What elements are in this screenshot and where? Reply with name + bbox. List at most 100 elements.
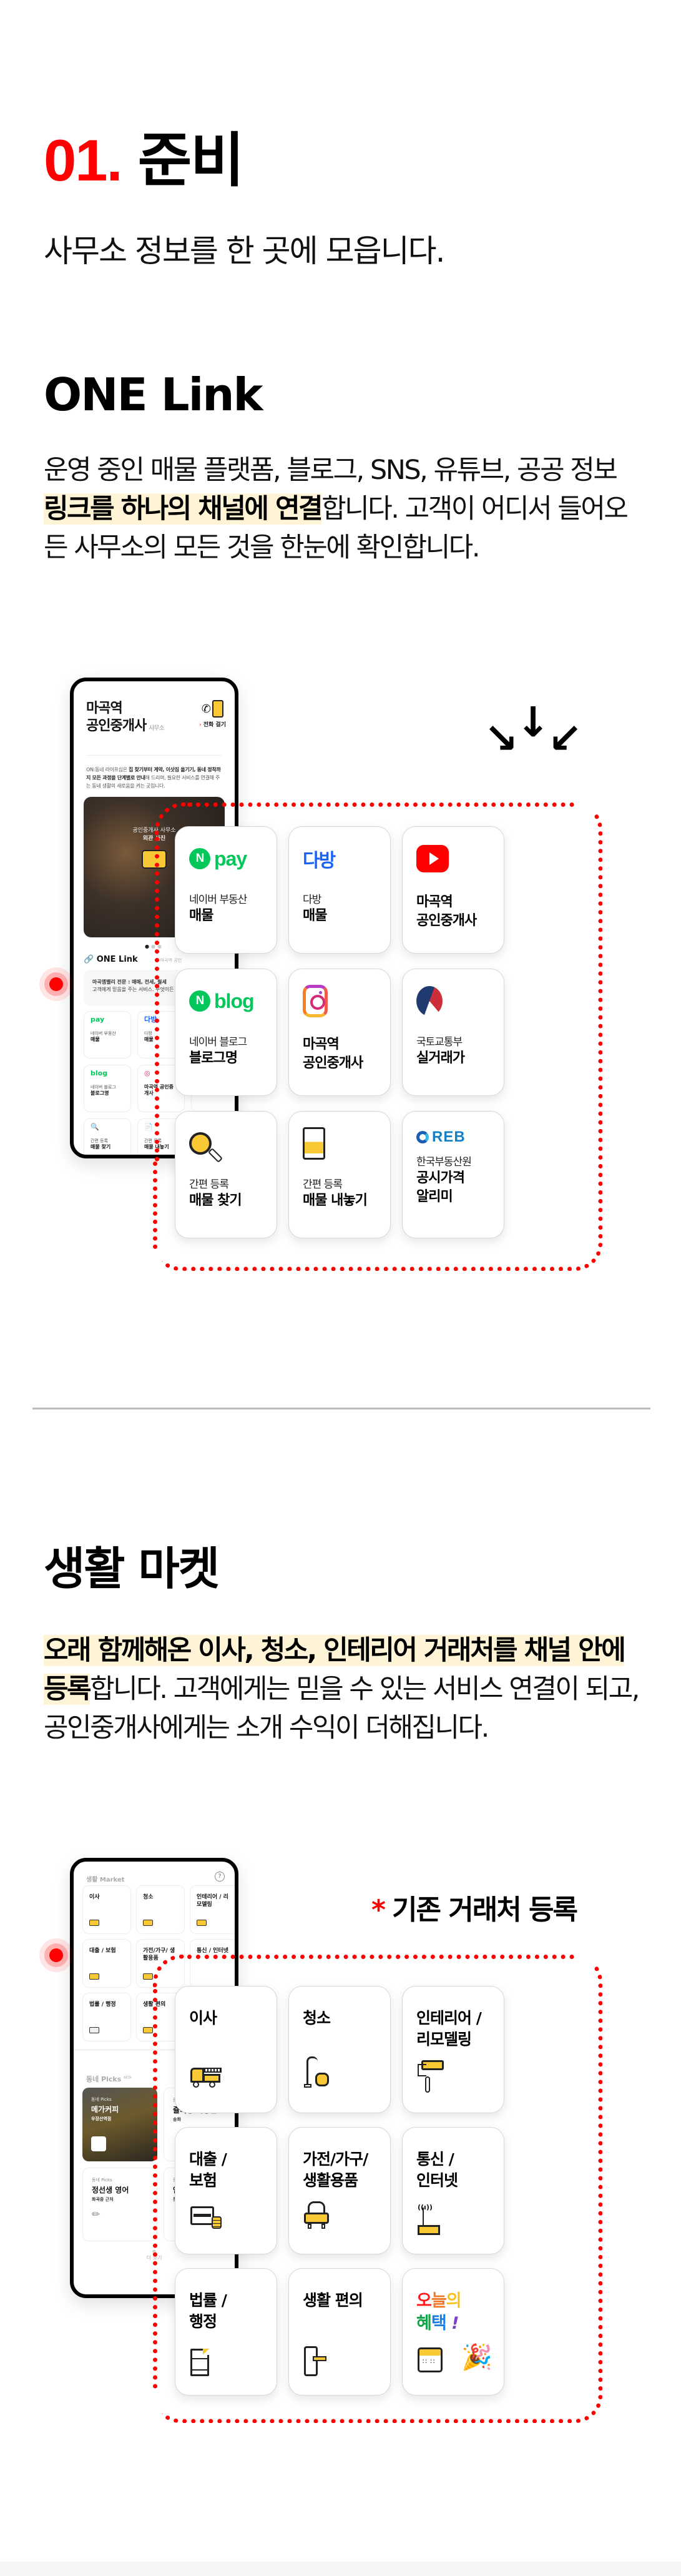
help-icon[interactable]: ? bbox=[215, 1872, 225, 1882]
vacuum-mini-icon bbox=[143, 1920, 153, 1926]
pick-card[interactable]: 동네 Picks 정선생 영어 화곡중 근처 ✏ bbox=[82, 2168, 157, 2241]
card-sub: 간편 등록 bbox=[303, 1178, 343, 1191]
life-market-title: 생활 마켓 bbox=[44, 1542, 220, 1595]
mini-market-card[interactable]: 법률 / 행정 bbox=[82, 1993, 131, 2041]
card-convenience[interactable]: 생활 편의 bbox=[288, 2268, 391, 2396]
card-label: 생활 편의 bbox=[303, 2291, 363, 2309]
pick-sub: 우장산역점 bbox=[91, 2116, 112, 2121]
card-cleaning[interactable]: 청소 bbox=[288, 1986, 391, 2113]
card-sub: 국토교통부 bbox=[416, 1036, 463, 1049]
one-link-line-3: 든 사무소의 모든 것을 한눈에 확인합니다. bbox=[44, 532, 481, 563]
card-dabang[interactable]: 다방 다방 매물 bbox=[288, 826, 391, 954]
mini-label: 대출 / 보험 bbox=[89, 1948, 116, 1954]
outline-top bbox=[187, 802, 574, 807]
desc-text-2: 해 드리며, 필요한 서비스를 연결해 주는 동네 생활의 새로움을 켜는 곳입… bbox=[86, 775, 220, 789]
card-main: 마곡역 공인중개사 bbox=[303, 1037, 363, 1071]
card-label: 가전/가구/ 생활용품 bbox=[303, 2150, 368, 2189]
card-main: 블로그명 bbox=[189, 1050, 238, 1066]
document-mini-icon: 📄 bbox=[144, 1123, 153, 1131]
router-icon: ((ı)) bbox=[418, 2204, 440, 2235]
asterisk: * bbox=[371, 1894, 386, 1926]
mini-sub: 다방 bbox=[144, 1031, 152, 1036]
card-main: 공시가격 알리미 bbox=[416, 1170, 465, 1205]
paint-roller-icon bbox=[418, 2060, 444, 2094]
mini-label: 이사 bbox=[89, 1894, 100, 1900]
card-molit[interactable]: 국토교통부 실거래가 bbox=[402, 969, 504, 1096]
mini-sub: 간편 등록 bbox=[91, 1138, 108, 1143]
life-market-line-2-rest: 합니다. 고객에게는 믿을 수 있는 서비스 연결이 되고, bbox=[90, 1674, 640, 1705]
step-subtitle: 사무소 정보를 한 곳에 모읍니다. bbox=[44, 233, 445, 269]
mini-market-card[interactable]: 이사 bbox=[82, 1885, 131, 1934]
card-interior[interactable]: 인테리어 / 리모델링 bbox=[402, 1986, 504, 2113]
converging-arrows-icon: ↘↓↙ bbox=[484, 698, 582, 762]
mini-main: 매물 찾기 bbox=[91, 1144, 111, 1150]
photo-caption-1: 공인중개사 사무소 bbox=[132, 827, 176, 834]
mini-label: 인테리어 / 리모델링 bbox=[197, 1894, 228, 1908]
card-label: 통신 / 인터넷 bbox=[416, 2150, 458, 2189]
card-main: 매물 bbox=[303, 908, 327, 924]
pick-name: 메가커피 bbox=[91, 2105, 119, 2114]
logo-text: REB bbox=[432, 1128, 466, 1145]
hotspot-marker[interactable] bbox=[39, 1938, 73, 1972]
desc-bold: 집 찾기부터 계약, 이삿짐 옮기기, 동네 정착까지 모든 과정을 단계별로 … bbox=[86, 767, 221, 781]
card-main: 매물 내놓기 bbox=[303, 1193, 368, 1208]
divider bbox=[86, 755, 222, 756]
card-youtube[interactable]: 마곡역 공인중개사 bbox=[402, 826, 504, 954]
card-label: 청소 bbox=[303, 2009, 331, 2027]
card-legal[interactable]: 법률 / 행정 bbox=[175, 2268, 277, 2396]
card-list-property[interactable]: 간편 등록 매물 내놓기 bbox=[288, 1111, 391, 1238]
pick-tag: 동네 Picks bbox=[91, 2097, 112, 2102]
call-button[interactable]: ✆ › 전화 걸기 bbox=[199, 700, 226, 728]
mini-logo: pay bbox=[91, 1015, 105, 1024]
mini-label: 법률 / 행정 bbox=[89, 2001, 116, 2008]
mini-market-card[interactable]: 청소 bbox=[136, 1885, 185, 1934]
notice-title: 마곡엠밸리 전문 : 매매, 전세, 월세 bbox=[92, 979, 167, 985]
picks-title: 동네 Picks bbox=[86, 2075, 122, 2083]
card-loan-insurance[interactable]: 대출 / 보험 bbox=[175, 2127, 277, 2254]
pick-card[interactable]: 동네 Picks 메가커피 우장산역점 bbox=[82, 2088, 157, 2161]
reb-logo: REB bbox=[416, 1128, 490, 1147]
logo-text: blog bbox=[214, 989, 255, 1012]
card-todays-benefit[interactable]: 오늘의 혜택 ! 🎉 bbox=[402, 2268, 504, 2396]
mini-market-card[interactable]: 인테리어 / 리모델링 bbox=[190, 1885, 235, 1934]
smartphone-icon bbox=[212, 700, 223, 718]
calendar-icon bbox=[418, 2347, 443, 2372]
coffee-cup-icon bbox=[91, 2136, 106, 2151]
card-main: 매물 bbox=[189, 908, 213, 924]
credit-card-coins-icon bbox=[190, 2206, 222, 2229]
section-label: ONE Link bbox=[96, 955, 138, 964]
card-reb[interactable]: REB 한국부동산원 공시가격 알리미 bbox=[402, 1111, 504, 1238]
card-instagram[interactable]: 마곡역 공인중개사 bbox=[288, 969, 391, 1096]
card-moving[interactable]: 이사 bbox=[175, 1986, 277, 2113]
footer-band bbox=[0, 2562, 681, 2576]
chevron-right-icon: › bbox=[198, 722, 202, 728]
card-sub: 다방 bbox=[303, 894, 321, 906]
card-label: 대출 / 보험 bbox=[189, 2150, 227, 2189]
mini-main: 매물 bbox=[91, 1037, 100, 1042]
handset-icon: ✆ bbox=[201, 702, 211, 716]
step-heading: 01. 준비 bbox=[44, 131, 245, 190]
call-label: 전화 걸기 bbox=[203, 722, 226, 728]
office-title-line-1: 마곡역 bbox=[86, 701, 123, 716]
sofa-mini-icon bbox=[143, 1973, 153, 1980]
mini-market-card[interactable]: 대출 / 보험 bbox=[82, 1939, 131, 1988]
magnifier-icon bbox=[189, 1128, 263, 1159]
card-find-listing[interactable]: 간편 등록 매물 찾기 bbox=[175, 1111, 277, 1238]
card-main: 매물 찾기 bbox=[189, 1193, 242, 1208]
card-mini-icon bbox=[89, 1973, 99, 1980]
section-sub: 마곡역 공인 bbox=[160, 958, 182, 963]
card-telecom[interactable]: 통신 / 인터넷 ((ı)) bbox=[402, 2127, 504, 2254]
hotspot-marker[interactable] bbox=[39, 967, 73, 1001]
card-label: 법률 / 행정 bbox=[189, 2291, 227, 2331]
life-market-line-3: 공인중개사에게는 소개 수익이 더해집니다. bbox=[44, 1712, 489, 1744]
highlight-outline bbox=[153, 1955, 602, 2423]
card-appliances[interactable]: 가전/가구/ 생활용품 bbox=[288, 2127, 391, 2254]
youtube-logo bbox=[416, 843, 490, 874]
benefit-char: 늘 bbox=[431, 2291, 447, 2311]
